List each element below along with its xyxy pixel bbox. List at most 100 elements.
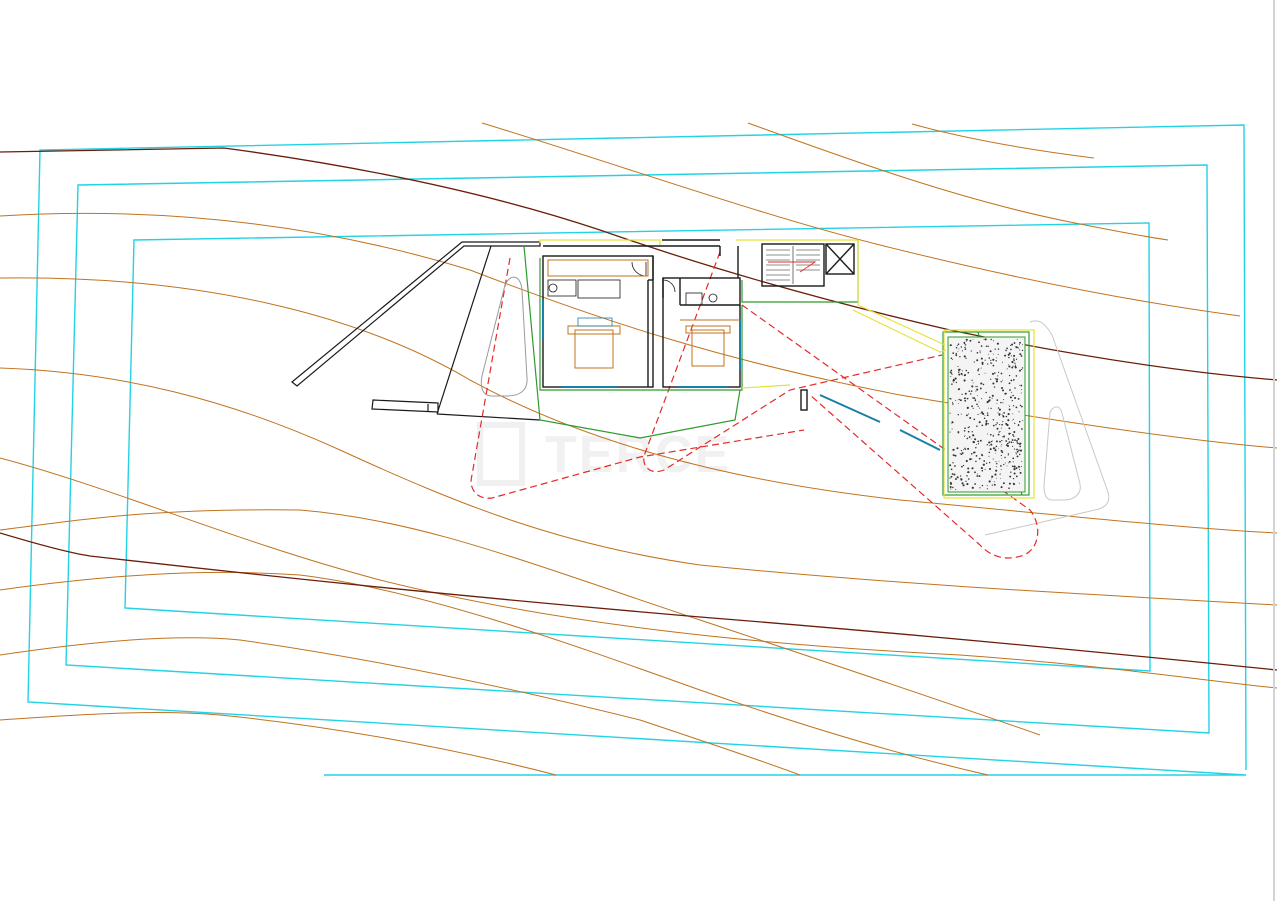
stipple-dot: [949, 482, 953, 485]
stair-core: [761, 243, 825, 287]
stipple-dot: [990, 359, 992, 362]
window: [819, 394, 881, 423]
yellow-outline: [852, 309, 947, 353]
contour-line: [0, 637, 801, 776]
stipple-dot: [963, 355, 966, 358]
stipple-dot: [1018, 347, 1020, 349]
stipple-dot: [978, 368, 980, 370]
stipple-dot: [967, 430, 970, 433]
stipple-dot: [950, 357, 953, 360]
stipple-dot: [1012, 394, 1014, 397]
stipple-dot: [968, 436, 971, 438]
stipple-dot: [1017, 398, 1020, 400]
stipple-dot: [963, 341, 966, 344]
stipple-dot: [962, 374, 963, 376]
stipple-dot: [957, 351, 959, 353]
stipple-dot: [958, 373, 961, 376]
stipple-dot: [988, 407, 989, 409]
stipple-dot: [1003, 435, 1005, 437]
stipple-dot: [996, 403, 998, 405]
stipple-dot: [1006, 444, 1010, 448]
stipple-dot: [964, 348, 967, 350]
stipple-dot: [1002, 415, 1004, 417]
stipple-dot: [989, 433, 992, 436]
stipple-dot: [957, 388, 960, 391]
stipple-dot: [1008, 427, 1011, 430]
stipple-dot: [1005, 349, 1007, 352]
stipple-dot: [950, 376, 952, 377]
stipple-dot: [979, 387, 982, 390]
stipple-dot: [960, 453, 963, 456]
stipple-dot: [1021, 405, 1023, 408]
stipple-dot: [981, 361, 984, 364]
stipple-dot: [952, 359, 954, 360]
stipple-dot: [978, 401, 980, 403]
stipple-dot: [978, 373, 980, 376]
stipple-dot: [962, 464, 965, 467]
stipple-dot: [1004, 462, 1006, 464]
stipple-dot: [984, 338, 987, 341]
stipple-dot: [1022, 420, 1024, 422]
stipple-dot: [996, 399, 999, 401]
stipple-dot: [951, 373, 953, 375]
shaft-cross: [825, 243, 855, 275]
stipple-dot: [1014, 422, 1016, 425]
stipple-dot: [969, 417, 972, 419]
stipple-dot: [992, 424, 995, 427]
stipple-dot: [1011, 419, 1013, 421]
stipple-dot: [1019, 449, 1023, 452]
stipple-dot: [967, 471, 970, 474]
stipple-dot: [959, 356, 961, 358]
stipple-dot: [976, 359, 979, 362]
glazing: [542, 300, 941, 451]
stipple-dot: [988, 451, 991, 454]
access-path-right: [643, 251, 943, 473]
stipple-dot: [976, 388, 979, 391]
stipple-dot: [1000, 478, 1001, 479]
stipple-dot: [967, 437, 969, 439]
stipple-dot: [1000, 401, 1002, 404]
stipple-dot: [1019, 404, 1022, 407]
stipple-dot: [978, 475, 981, 478]
stipple-dot: [971, 405, 973, 408]
stipple-dot: [986, 414, 989, 417]
stipple-dot: [998, 413, 1001, 416]
stipple-dot: [965, 338, 968, 341]
stipple-dot: [1021, 428, 1023, 430]
stipple-dot: [952, 352, 955, 354]
stipple-dot: [1021, 460, 1023, 462]
stipple-dot: [976, 403, 978, 406]
stipple-dot: [988, 357, 991, 359]
stipple-dot: [991, 475, 994, 478]
stipple-dot: [1000, 427, 1002, 429]
stipple-dot: [952, 454, 954, 456]
stipple-dot: [1002, 361, 1003, 363]
building: [542, 239, 855, 411]
contour-line: [481, 122, 1241, 317]
stipple-dot: [1015, 375, 1018, 377]
stipple-dot: [1002, 421, 1004, 423]
stipple-dot: [1021, 349, 1024, 352]
stipple-dot: [990, 378, 992, 380]
stipple-dot: [1012, 405, 1015, 407]
stipple-dot: [1003, 463, 1005, 466]
stipple-dot: [955, 354, 958, 357]
stipple-dot: [1018, 482, 1020, 484]
road-line-upper: [0, 147, 1277, 381]
pool-stipple: [949, 338, 1024, 490]
stipple-dot: [982, 412, 985, 415]
stipple-dot: [955, 347, 958, 349]
stipple-dot: [969, 339, 972, 342]
access-path: [470, 251, 1039, 559]
stipple-dot: [1019, 469, 1021, 471]
shower: [577, 279, 621, 299]
stipple-dot: [988, 445, 990, 447]
stipple-dot: [967, 426, 969, 429]
stipple-dot: [950, 423, 952, 424]
terrace-outline-main: [539, 258, 743, 391]
toilet-2-icon: [708, 293, 718, 303]
stipple-dot: [964, 399, 967, 402]
stipple-dot: [998, 371, 1000, 373]
stipple-dot: [952, 403, 954, 405]
